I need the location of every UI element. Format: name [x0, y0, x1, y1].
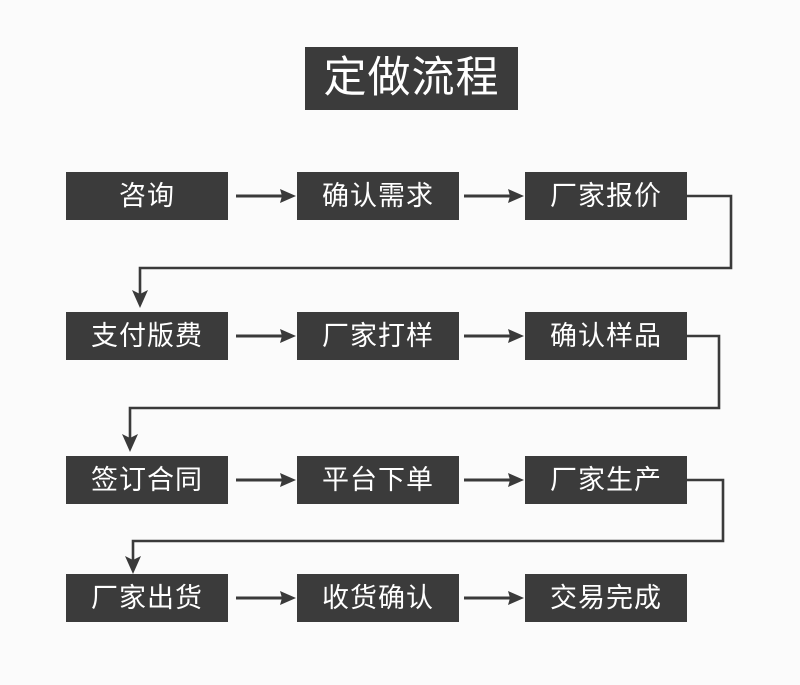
- step-box-consult[interactable]: 咨询: [66, 172, 228, 220]
- step-label: 确认样品: [550, 320, 662, 351]
- step-box-platform-order[interactable]: 平台下单: [297, 456, 459, 504]
- arrow-icon: [234, 324, 298, 348]
- step-box-factory-shipment[interactable]: 厂家出货: [66, 574, 228, 622]
- page-title: 定做流程: [305, 47, 518, 110]
- step-label: 平台下单: [322, 464, 434, 495]
- arrow-icon: [462, 324, 526, 348]
- step-label: 厂家出货: [91, 582, 203, 613]
- page-title-text: 定做流程: [323, 54, 500, 102]
- step-label: 支付版费: [91, 320, 203, 351]
- step-label: 收货确认: [322, 582, 434, 613]
- step-box-sign-contract[interactable]: 签订合同: [66, 456, 228, 504]
- arrow-icon: [462, 468, 526, 492]
- step-label: 交易完成: [550, 582, 662, 613]
- step-box-factory-production[interactable]: 厂家生产: [525, 456, 687, 504]
- arrow-icon: [234, 468, 298, 492]
- step-box-receipt-confirmation[interactable]: 收货确认: [297, 574, 459, 622]
- step-label: 签订合同: [91, 464, 203, 495]
- arrow-icon: [462, 586, 526, 610]
- step-box-confirm-sample[interactable]: 确认样品: [525, 312, 687, 360]
- step-label: 确认需求: [322, 180, 434, 211]
- step-box-pay-plate-fee[interactable]: 支付版费: [66, 312, 228, 360]
- arrow-icon: [234, 586, 298, 610]
- step-label: 咨询: [119, 180, 175, 211]
- arrow-icon: [462, 184, 526, 208]
- arrow-icon: [234, 184, 298, 208]
- step-box-factory-sample[interactable]: 厂家打样: [297, 312, 459, 360]
- step-label: 厂家报价: [550, 180, 662, 211]
- step-box-confirm-requirements[interactable]: 确认需求: [297, 172, 459, 220]
- step-box-transaction-complete[interactable]: 交易完成: [525, 574, 687, 622]
- step-box-factory-quote[interactable]: 厂家报价: [525, 172, 687, 220]
- step-label: 厂家打样: [322, 320, 434, 351]
- step-label: 厂家生产: [550, 464, 662, 495]
